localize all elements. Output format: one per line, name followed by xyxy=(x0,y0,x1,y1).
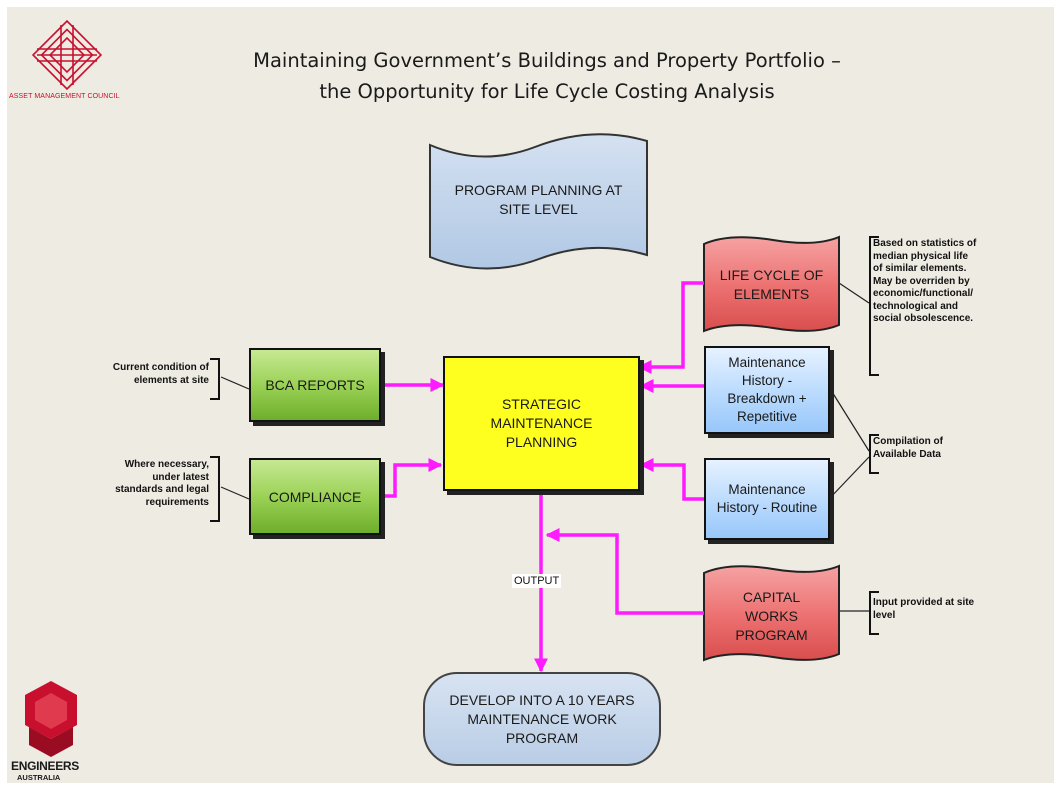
engineers-australia-mark-icon xyxy=(25,681,77,757)
capital-works-line2: WORKS xyxy=(745,607,798,624)
history-breakdown-line4: Repetitive xyxy=(736,409,798,424)
life-cycle-text: LIFE CYCLE OF ELEMENTS xyxy=(704,259,839,311)
develop-line1: DEVELOP INTO A 10 YEARS xyxy=(449,691,635,708)
program-planning-text: PROGRAM PLANNING AT SITE LEVEL xyxy=(430,169,647,231)
compilation-bracket xyxy=(869,434,879,474)
program-planning-line1: PROGRAM PLANNING AT xyxy=(454,182,623,198)
compilation-note: Compilation of Available Data xyxy=(873,436,993,461)
history-breakdown-line1: Maintenance xyxy=(728,355,806,370)
life-cycle-line2: ELEMENTS xyxy=(733,286,810,302)
capital-works-text: CAPITAL WORKS PROGRAM xyxy=(704,583,839,649)
line-bca-note xyxy=(220,376,250,390)
based-on-line6: technological and xyxy=(873,300,959,312)
line-routine-compilation xyxy=(828,456,870,500)
history-routine-line2: History - Routine xyxy=(716,500,818,515)
where-necessary-line2: under latest xyxy=(152,471,209,483)
amc-logo-mark-icon xyxy=(31,19,103,91)
strategic-line2: MAINTENANCE xyxy=(490,415,593,431)
input-provided-note: Input provided at site level xyxy=(873,597,1023,622)
slide-title: Maintaining Government’s Buildings and P… xyxy=(167,45,927,107)
where-necessary-bracket xyxy=(210,456,220,522)
life-cycle-shape xyxy=(703,235,840,333)
line-compliance-note xyxy=(220,486,250,500)
based-on-note: Based on statistics of median physical l… xyxy=(873,238,1053,326)
arrow-life-cycle-to-strategic xyxy=(637,281,704,374)
input-provided-line1: Input provided at site xyxy=(873,597,975,608)
line-life-cycle-note xyxy=(838,282,870,304)
based-on-line7: social obsolescence. xyxy=(873,313,974,324)
capital-works-line1: CAPITAL xyxy=(742,588,801,605)
compliance-label: COMPLIANCE xyxy=(268,488,362,505)
diagram-connectors xyxy=(220,133,870,673)
engineers-australia-logo: ENGINEERS AUSTRALIA xyxy=(7,679,107,783)
strategic-line1: STRATEGIC xyxy=(501,396,582,412)
ea-logo-line2: AUSTRALIA xyxy=(17,773,61,782)
capital-works-shape xyxy=(703,564,840,662)
asset-management-council-logo: ASSET MANAGEMENT COUNCIL xyxy=(9,11,149,106)
life-cycle-line1: LIFE CYCLE OF xyxy=(719,267,824,283)
input-provided-bracket xyxy=(869,591,879,635)
current-condition-line1: Current condition of xyxy=(112,362,209,373)
program-planning-shape xyxy=(429,133,648,270)
ea-logo-line1: ENGINEERS xyxy=(11,759,79,773)
develop-line3: PROGRAM xyxy=(505,729,579,746)
history-breakdown-line2: History - xyxy=(741,373,793,388)
line-breakdown-compilation xyxy=(828,386,870,452)
history-routine-box: Maintenance History - Routine xyxy=(704,458,830,540)
based-on-line5: economic/functional/ xyxy=(873,288,974,299)
output-label: OUTPUT xyxy=(512,574,562,588)
where-necessary-line4: requirements xyxy=(145,496,209,508)
bca-reports-label: BCA REPORTS xyxy=(265,377,365,393)
history-routine-line1: Maintenance xyxy=(728,482,806,497)
compliance-box: COMPLIANCE xyxy=(249,458,381,535)
title-line-1: Maintaining Government’s Buildings and P… xyxy=(253,49,841,72)
arrow-history-routine-to-strategic xyxy=(639,458,704,501)
based-on-line1: Based on statistics of xyxy=(873,238,977,249)
based-on-line4: May be overriden by xyxy=(873,275,970,287)
capital-works-line3: PROGRAM xyxy=(735,626,808,643)
based-on-line3: of similar elements. xyxy=(873,263,967,274)
current-condition-bracket xyxy=(210,358,220,400)
arrow-capital-works-to-output xyxy=(545,528,704,615)
title-line-2: the Opportunity for Life Cycle Costing A… xyxy=(319,80,775,103)
amc-logo-text: ASSET MANAGEMENT COUNCIL xyxy=(9,93,120,100)
arrow-compliance-to-strategic xyxy=(381,458,443,498)
compilation-line2: Available Data xyxy=(873,448,941,460)
input-provided-line2: level xyxy=(873,609,896,621)
compilation-line1: Compilation of xyxy=(873,436,943,447)
slide: Maintaining Government’s Buildings and P… xyxy=(7,7,1054,783)
program-planning-line2: SITE LEVEL xyxy=(499,201,578,217)
strategic-line3: PLANNING xyxy=(505,434,578,450)
where-necessary-note: Where necessary, under latest standards … xyxy=(79,459,209,509)
based-on-bracket xyxy=(869,236,879,376)
bca-reports-box: BCA REPORTS xyxy=(249,348,381,422)
history-breakdown-box: Maintenance History - Breakdown + Repeti… xyxy=(704,346,830,434)
develop-program-oval: DEVELOP INTO A 10 YEARS MAINTENANCE WORK… xyxy=(423,672,661,766)
strategic-planning-box: STRATEGIC MAINTENANCE PLANNING xyxy=(443,356,640,491)
current-condition-note: Current condition of elements at site xyxy=(79,362,209,387)
develop-line2: MAINTENANCE WORK xyxy=(467,710,617,727)
based-on-line2: median physical life xyxy=(873,250,969,262)
current-condition-line2: elements at site xyxy=(133,374,209,386)
where-necessary-line3: standards and legal xyxy=(115,484,209,495)
where-necessary-line1: Where necessary, xyxy=(124,459,209,470)
history-breakdown-line3: Breakdown + xyxy=(727,391,807,406)
